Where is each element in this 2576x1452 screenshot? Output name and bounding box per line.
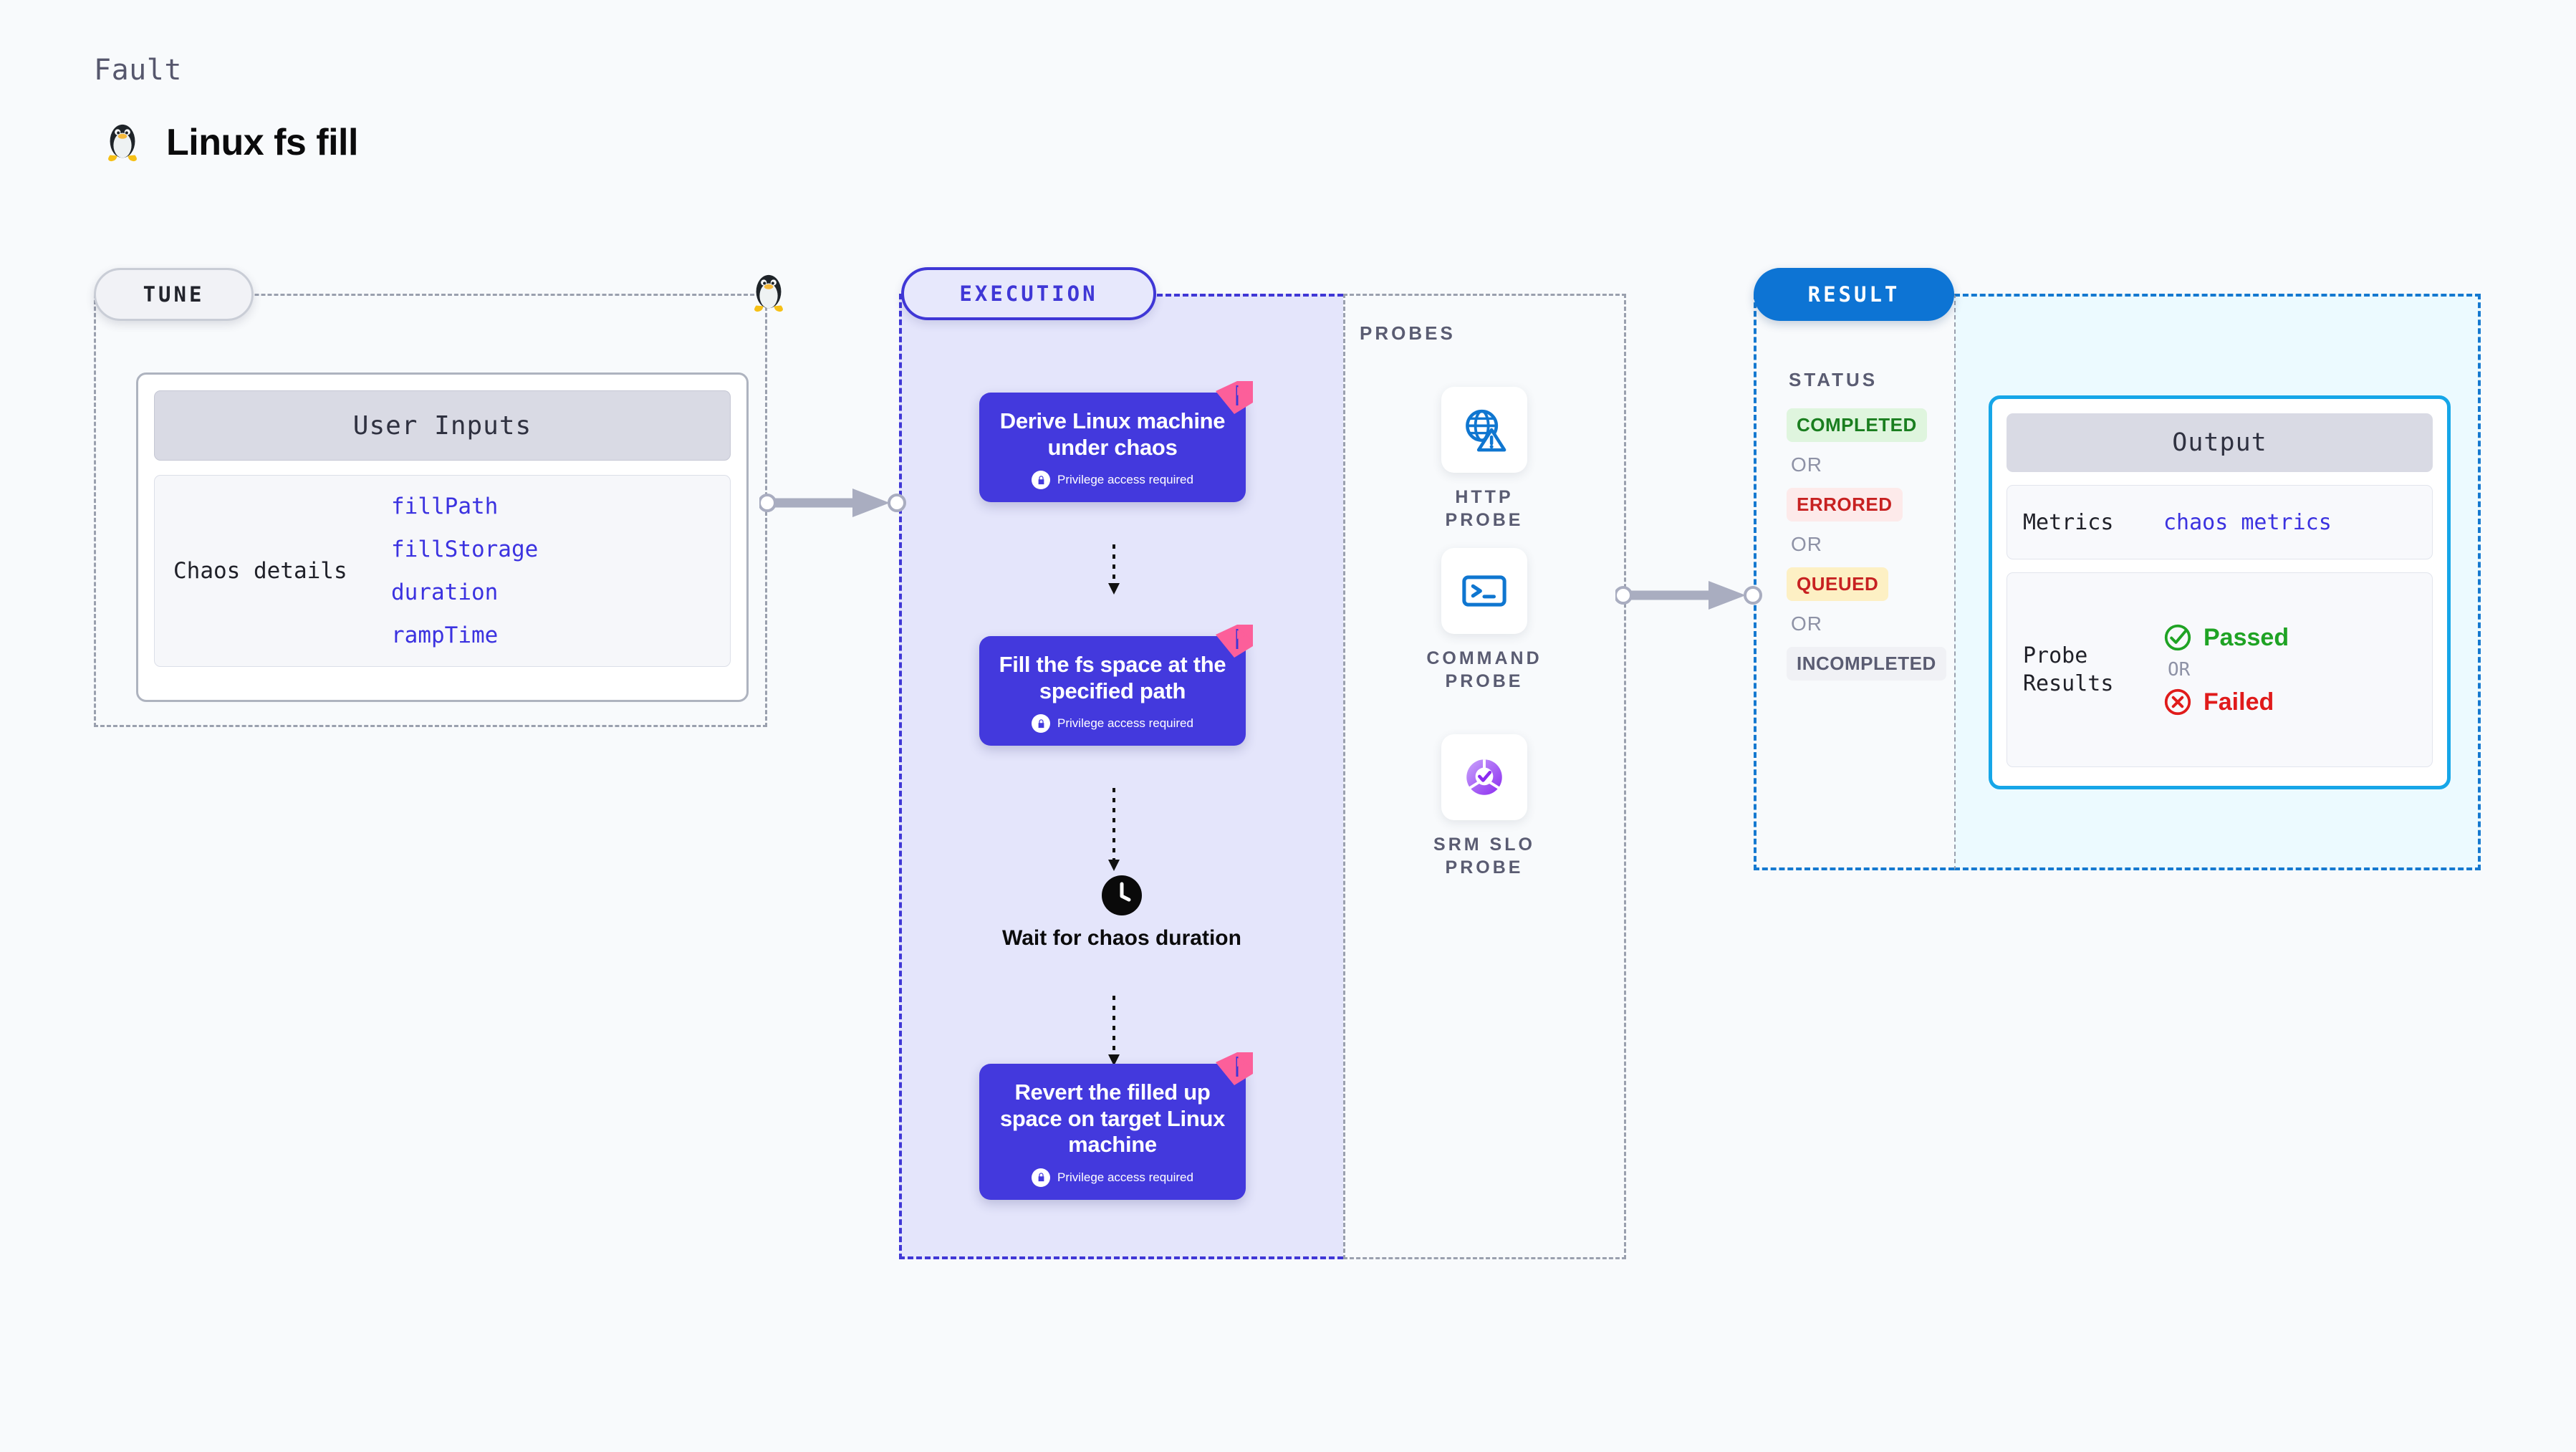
privilege-note-text: Privilege access required bbox=[1057, 716, 1193, 731]
output-card: Output Metrics chaos metrics Probe Resul… bbox=[1989, 395, 2451, 789]
lock-icon bbox=[1032, 714, 1051, 734]
terminal-icon bbox=[1462, 575, 1506, 607]
failed-label: Failed bbox=[2203, 688, 2274, 716]
probe-tile bbox=[1441, 387, 1527, 473]
probe-item-command[interactable]: COMMAND PROBE bbox=[1413, 548, 1556, 693]
status-list: COMPLETED OR ERRORED OR QUEUED OR INCOMP… bbox=[1787, 408, 1951, 681]
ribbon-icon bbox=[1216, 625, 1253, 658]
execution-step-card[interactable]: Derive Linux machine under chaos Privile… bbox=[979, 381, 1253, 503]
status-or-label: OR bbox=[1791, 453, 1822, 476]
execution-pill-label: EXECUTION bbox=[901, 267, 1156, 320]
execution-step-card[interactable]: Revert the filled up space on target Lin… bbox=[979, 1052, 1253, 1200]
execution-step-title: Derive Linux machine under chaos bbox=[999, 408, 1226, 460]
x-circle-icon bbox=[2164, 688, 2191, 716]
status-or-label: OR bbox=[1791, 533, 1822, 555]
fault-title-row: Linux fs fill bbox=[100, 120, 358, 165]
output-header: Output bbox=[2007, 413, 2433, 472]
execution-step-title: Wait for chaos duration bbox=[1002, 926, 1241, 950]
connector-tune-to-execution bbox=[759, 489, 906, 517]
chaos-param-fillpath[interactable]: fillPath bbox=[391, 494, 499, 519]
user-inputs-header: User Inputs bbox=[154, 390, 731, 461]
probe-tile bbox=[1441, 548, 1527, 634]
privilege-note-text: Privilege access required bbox=[1057, 1170, 1193, 1184]
chaos-details-box: Chaos details fillPath fillStorage durat… bbox=[154, 475, 731, 667]
probes-section-title: PROBES bbox=[1360, 322, 1456, 344]
chaos-param-duration[interactable]: duration bbox=[391, 580, 499, 605]
check-circle-icon bbox=[2164, 624, 2191, 651]
probe-item-srm-slo[interactable]: SRM SLO PROBE bbox=[1413, 734, 1556, 879]
passed-label: Passed bbox=[2203, 623, 2289, 651]
tune-pill-label: TUNE bbox=[94, 268, 254, 321]
status-badge-incompleted: INCOMPLETED bbox=[1787, 647, 1946, 681]
fault-kicker-label: Fault bbox=[94, 54, 182, 87]
lock-icon bbox=[1032, 471, 1051, 490]
verdict-or-label: OR bbox=[2168, 659, 2191, 681]
status-or-label: OR bbox=[1791, 612, 1822, 635]
metrics-row: Metrics chaos metrics bbox=[2007, 485, 2433, 559]
execution-step-title: Revert the filled up space on target Lin… bbox=[999, 1080, 1226, 1158]
verdict-failed: Failed bbox=[2163, 688, 2289, 716]
slo-donut-check-icon bbox=[1466, 759, 1502, 795]
result-pill-label: RESULT bbox=[1754, 268, 1954, 321]
flow-arrow-down bbox=[1108, 544, 1120, 595]
probe-tile bbox=[1441, 734, 1527, 820]
user-inputs-card: User Inputs Chaos details fillPath fillS… bbox=[136, 372, 749, 702]
chaos-params-list: fillPath fillStorage duration rampTime bbox=[391, 494, 538, 648]
probe-results-row: Probe Results Passed OR Failed bbox=[2007, 572, 2433, 767]
execution-step-card[interactable]: Fill the fs space at the specified path … bbox=[979, 625, 1253, 746]
tux-penguin-icon bbox=[100, 120, 145, 165]
status-badge-errored: ERRORED bbox=[1787, 488, 1903, 521]
execution-wait-node: Wait for chaos duration bbox=[984, 875, 1260, 951]
status-section-title: STATUS bbox=[1789, 369, 1878, 390]
chaos-param-ramptime[interactable]: rampTime bbox=[391, 622, 499, 648]
probe-label: HTTP PROBE bbox=[1445, 487, 1524, 530]
probe-label: SRM SLO PROBE bbox=[1433, 835, 1535, 878]
privilege-note-text: Privilege access required bbox=[1057, 473, 1193, 487]
privilege-note: Privilege access required bbox=[994, 1168, 1231, 1187]
metrics-key: Metrics bbox=[2023, 509, 2114, 535]
privilege-note: Privilege access required bbox=[994, 714, 1231, 734]
status-badge-completed: COMPLETED bbox=[1787, 408, 1927, 442]
status-badge-queued: QUEUED bbox=[1787, 567, 1889, 601]
connector-probes-to-result bbox=[1615, 581, 1762, 610]
probe-results-key: Probe Results bbox=[2023, 643, 2114, 696]
globe-warning-icon bbox=[1466, 409, 1506, 452]
lock-icon bbox=[1032, 1168, 1051, 1187]
tune-corner-tux-penguin-icon bbox=[746, 271, 791, 315]
clock-icon bbox=[1102, 875, 1142, 915]
flow-arrow-down bbox=[1108, 996, 1120, 1066]
ribbon-icon bbox=[1216, 1052, 1253, 1085]
flow-arrow-down bbox=[1108, 788, 1120, 871]
metrics-value[interactable]: chaos metrics bbox=[2163, 509, 2332, 535]
privilege-note: Privilege access required bbox=[994, 471, 1231, 490]
verdict-passed: Passed bbox=[2163, 623, 2289, 652]
probe-results-values: Passed OR Failed bbox=[2163, 623, 2289, 716]
page-title: Linux fs fill bbox=[166, 122, 358, 163]
probe-item-http[interactable]: HTTP PROBE bbox=[1413, 387, 1556, 532]
probe-label: COMMAND PROBE bbox=[1426, 648, 1542, 691]
ribbon-icon bbox=[1216, 381, 1253, 414]
chaos-details-label: Chaos details bbox=[173, 558, 347, 584]
execution-step-title: Fill the fs space at the specified path bbox=[999, 652, 1226, 703]
chaos-param-fillstorage[interactable]: fillStorage bbox=[391, 537, 539, 562]
